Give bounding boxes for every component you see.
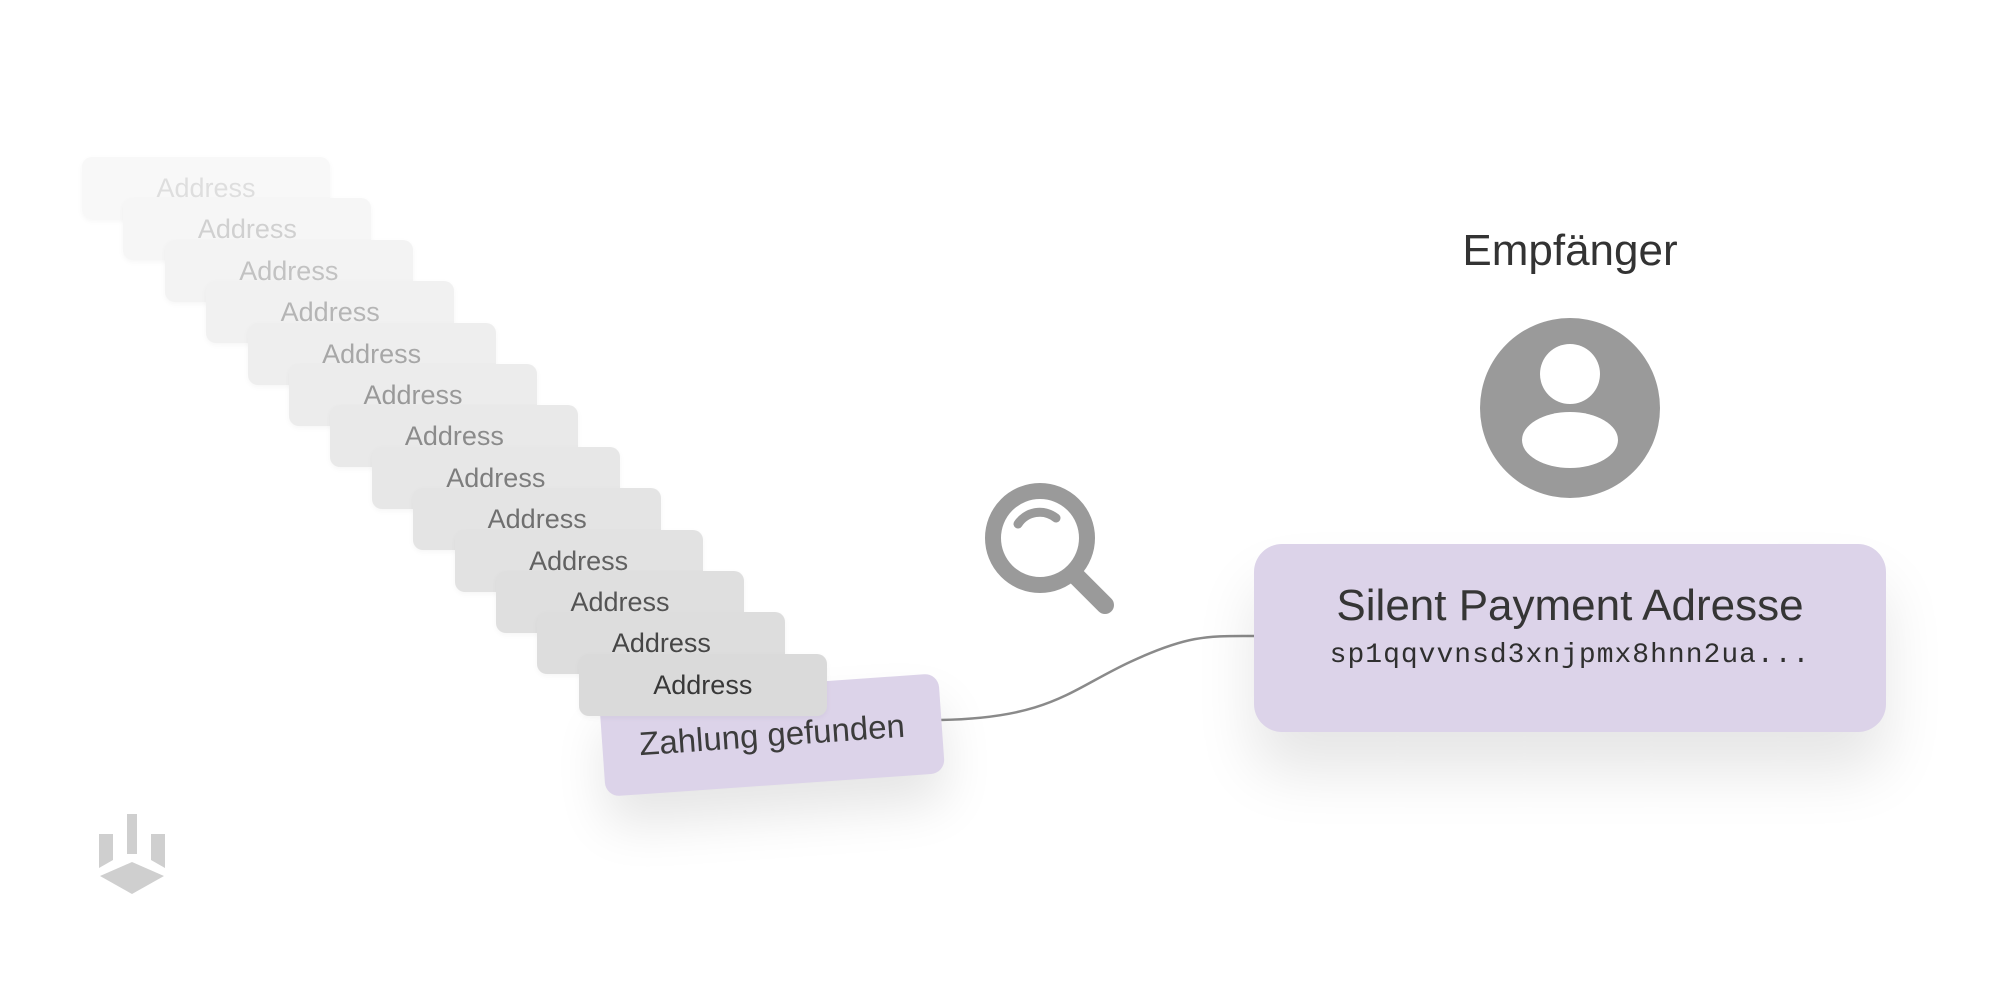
address-card: Address bbox=[206, 281, 455, 344]
logo-icon bbox=[99, 814, 165, 894]
silent-payment-card: Silent Payment Adresse sp1qqvvnsd3xnjpmx… bbox=[1254, 544, 1886, 732]
recipient-title: Empfänger bbox=[1462, 226, 1678, 275]
address-card: Address bbox=[578, 653, 827, 716]
silent-payment-address: sp1qqvvnsd3xnjpmx8hnn2ua... bbox=[1329, 640, 1811, 672]
search-icon bbox=[985, 483, 1114, 614]
silent-payment-title: Silent Payment Adresse bbox=[1336, 581, 1804, 630]
user-avatar-icon bbox=[1480, 318, 1660, 498]
